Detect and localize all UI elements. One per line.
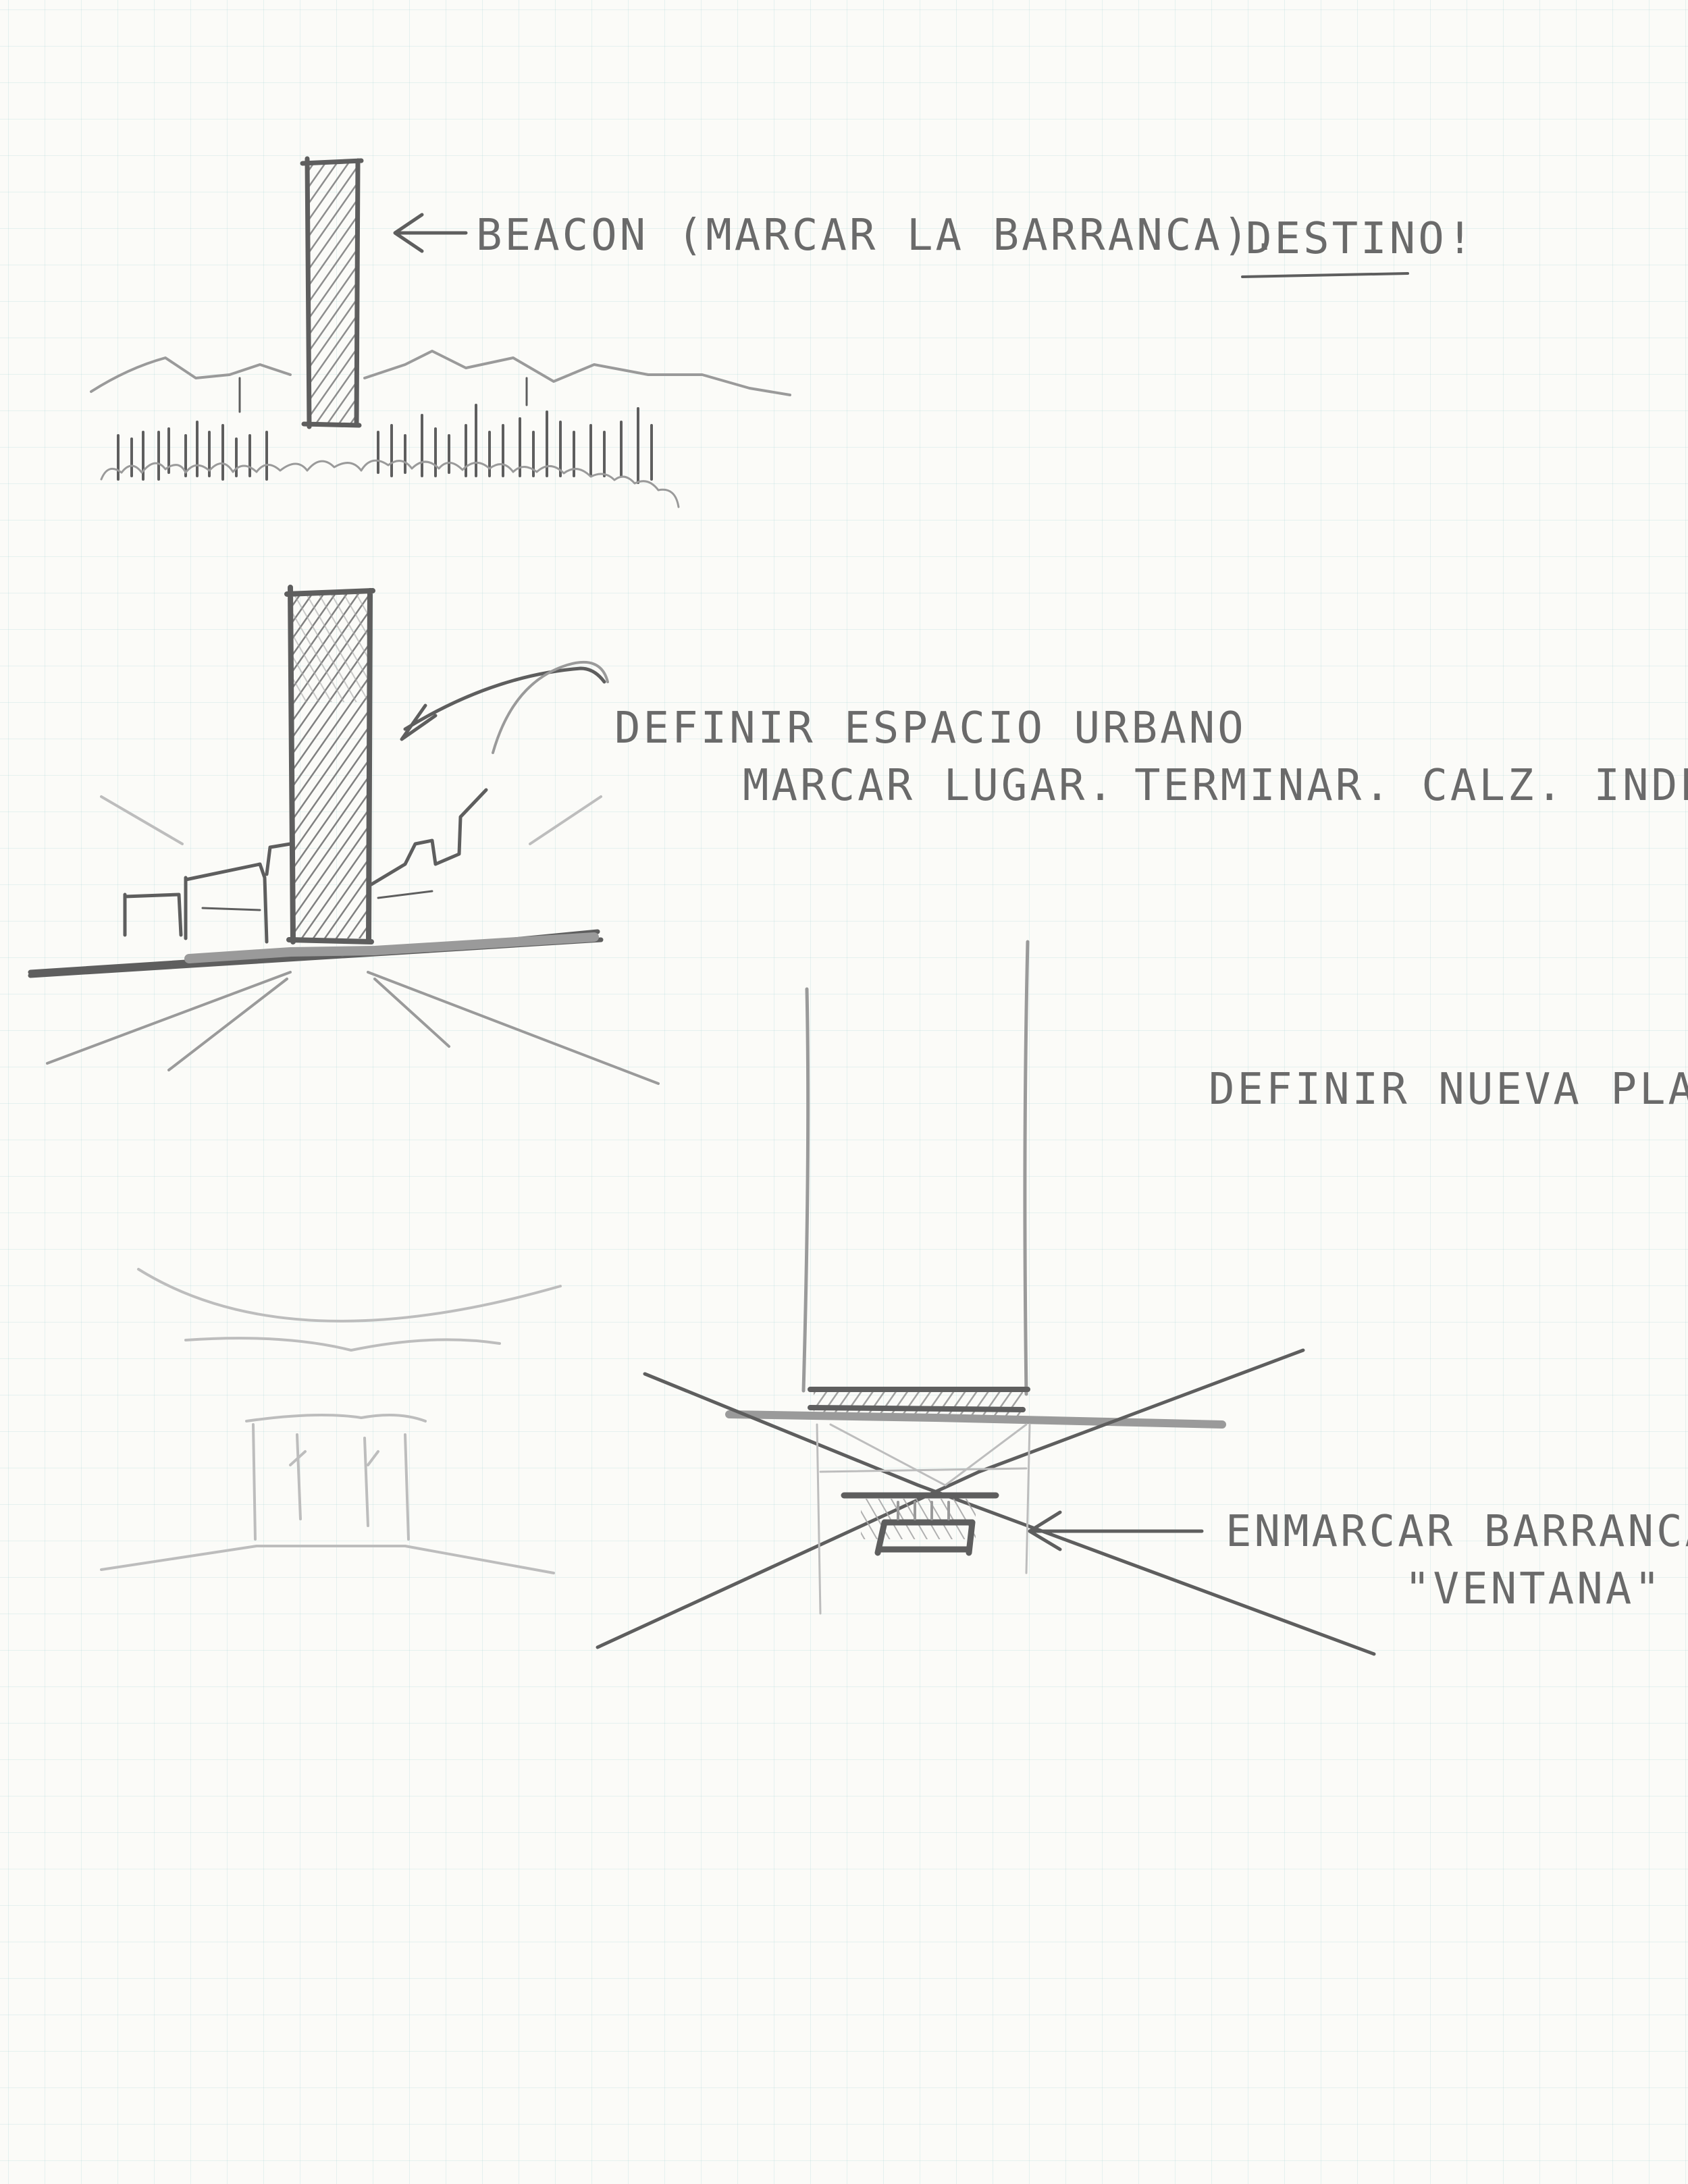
- beacon-tower: [300, 156, 364, 429]
- note-enmarcar: ENMARCAR BARRANCA: [1225, 1507, 1688, 1557]
- urban-curve: [492, 660, 609, 754]
- note-destino: DESTINO!: [1246, 214, 1475, 264]
- flanking-buildings: [123, 788, 488, 944]
- city-skyline: [117, 377, 653, 484]
- ravine-window-sketch: ENMARCAR BARRANCA "VENTANA" DEFINIR NUEV…: [596, 940, 1688, 1656]
- urban-tower: [284, 585, 375, 944]
- beacon-sketch: BEACON (MARCAR LA BARRANCA). DESTINO!: [90, 156, 1475, 508]
- cross-lines: [596, 1348, 1376, 1656]
- faint-gateway-sketch: [100, 1268, 562, 1574]
- window-frame: [841, 1492, 999, 1556]
- note-definir-plaza: DEFINIR NUEVA PLAZA: [1209, 1065, 1688, 1115]
- window-pillars: [801, 940, 1030, 1396]
- urban-space-sketch: DEFINIR ESPACIO URBANO MARCAR LUGAR. TER…: [28, 585, 1688, 1085]
- note-beacon: BEACON (MARCAR LA BARRANCA).: [476, 211, 1280, 261]
- tree-line: [100, 459, 680, 508]
- beacon-arrow: [393, 213, 468, 253]
- horizon-band: [725, 1410, 1226, 1429]
- urban-arrow: [400, 666, 606, 741]
- note-ventana: "VENTANA": [1404, 1564, 1663, 1614]
- note-definir-espacio: DEFINIR ESPACIO URBANO: [614, 703, 1246, 753]
- enmarcar-arrow: [1028, 1510, 1204, 1551]
- destino-underline: [1241, 272, 1409, 278]
- ground-band: [184, 932, 599, 963]
- note-terminar: TERMINAR. CALZ. INDEP.: [1134, 761, 1688, 811]
- ravine-guides: [816, 1423, 1031, 1615]
- note-marcar-lugar: MARCAR LUGAR.: [743, 761, 1116, 811]
- perspective-rays: [46, 795, 660, 1085]
- mountain-ridge: [90, 350, 791, 396]
